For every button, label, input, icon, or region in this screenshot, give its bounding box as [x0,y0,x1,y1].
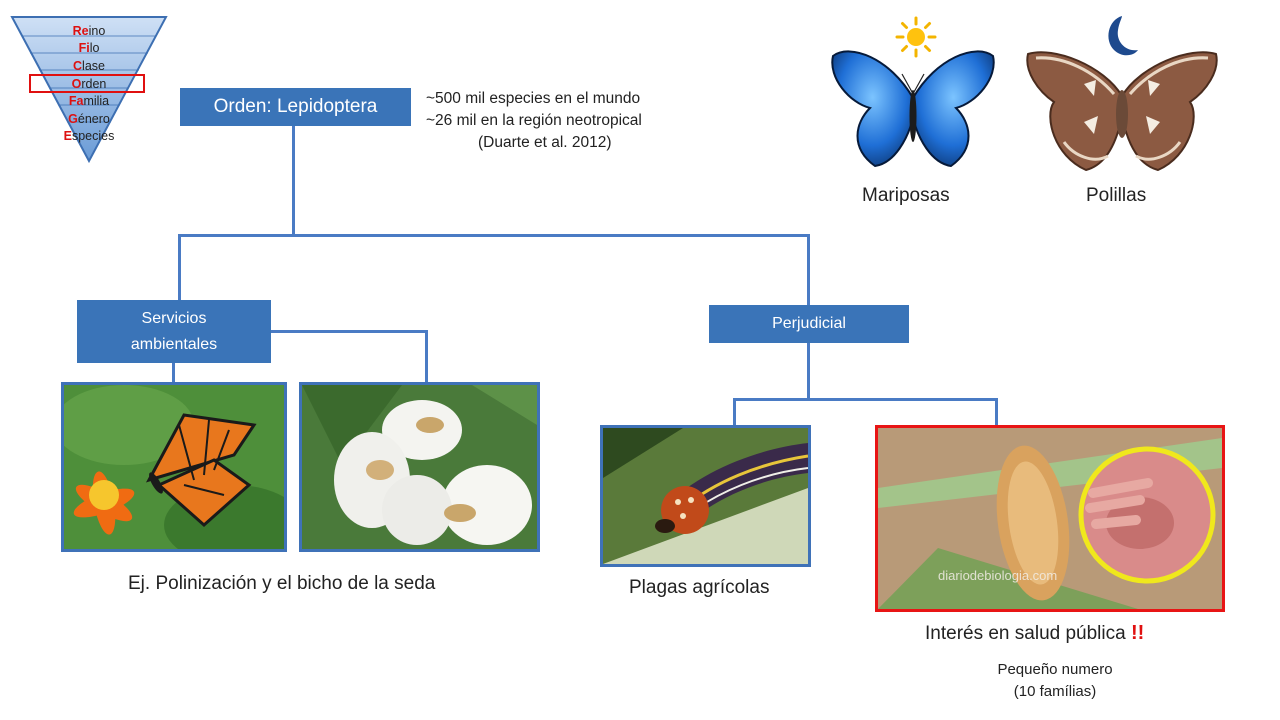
info-line-world: ~500 mil especies en el mundo [426,90,641,107]
perjudicial-box: Perjudicial [709,305,909,343]
note-line-2: (10 famílias) [1013,683,1097,700]
order-box: Orden: Lepidoptera [180,88,411,126]
connector [807,342,810,400]
taxon-genero: Género [68,112,110,126]
plagas-caption: Plagas agrícolas [629,577,770,598]
moths-label: Polillas [1086,185,1147,206]
connector [807,234,810,305]
taxon-filo: Filo [78,41,100,55]
exclamation-icon: !! [1130,622,1145,644]
watermark-text: diariodebiologia.com [938,568,1057,583]
info-citation: (Duarte et al. 2012) [478,134,612,151]
servicios-label-line1: Servicios [141,309,207,327]
taxon-orden: Orden [71,77,107,91]
monarch-photo [61,382,287,552]
connector [172,362,175,382]
connector [733,398,736,426]
families-note: Pequeño numero (10 famílias) [950,659,1160,703]
salud-caption-text: Interés en salud pública [925,623,1126,644]
taxonomy-pyramid: Reino Filo Clase Orden Familia Género Es… [10,14,168,164]
info-line-neotropic: ~26 mil en la región neotropical [426,112,642,129]
taxon-familia: Familia [68,94,110,108]
servicios-box: Servicios ambientales [77,300,271,363]
moon-icon [1098,12,1140,62]
note-line-1: Pequeño numero [997,661,1113,678]
connector [733,398,998,401]
species-info: ~500 mil especies en el mundo ~26 mil en… [426,88,676,154]
connector [425,330,428,382]
servicios-label-line2: ambientales [130,335,218,353]
connector [292,126,295,236]
taxon-clase: Clase [73,59,105,73]
pyramid-shape [10,16,168,164]
armyworm-photo [600,425,811,567]
connector [178,234,181,300]
servicios-caption: Ej. Polinización y el bicho de la seda [128,573,436,594]
taxon-reino: Reino [72,24,106,38]
silkworm-photo [299,382,540,552]
puss-caterpillar-photo: diariodebiologia.com [875,425,1225,612]
orden-highlight-frame [29,74,145,93]
connector [270,330,428,333]
butterflies-label: Mariposas [862,185,950,206]
butterfly-image [830,48,996,174]
salud-caption: Interés en salud pública !! [925,622,1144,645]
connector [178,234,810,237]
moth-image [1024,46,1220,176]
sun-icon [895,16,937,58]
taxon-especies: Especies [63,129,115,143]
connector [995,398,998,426]
